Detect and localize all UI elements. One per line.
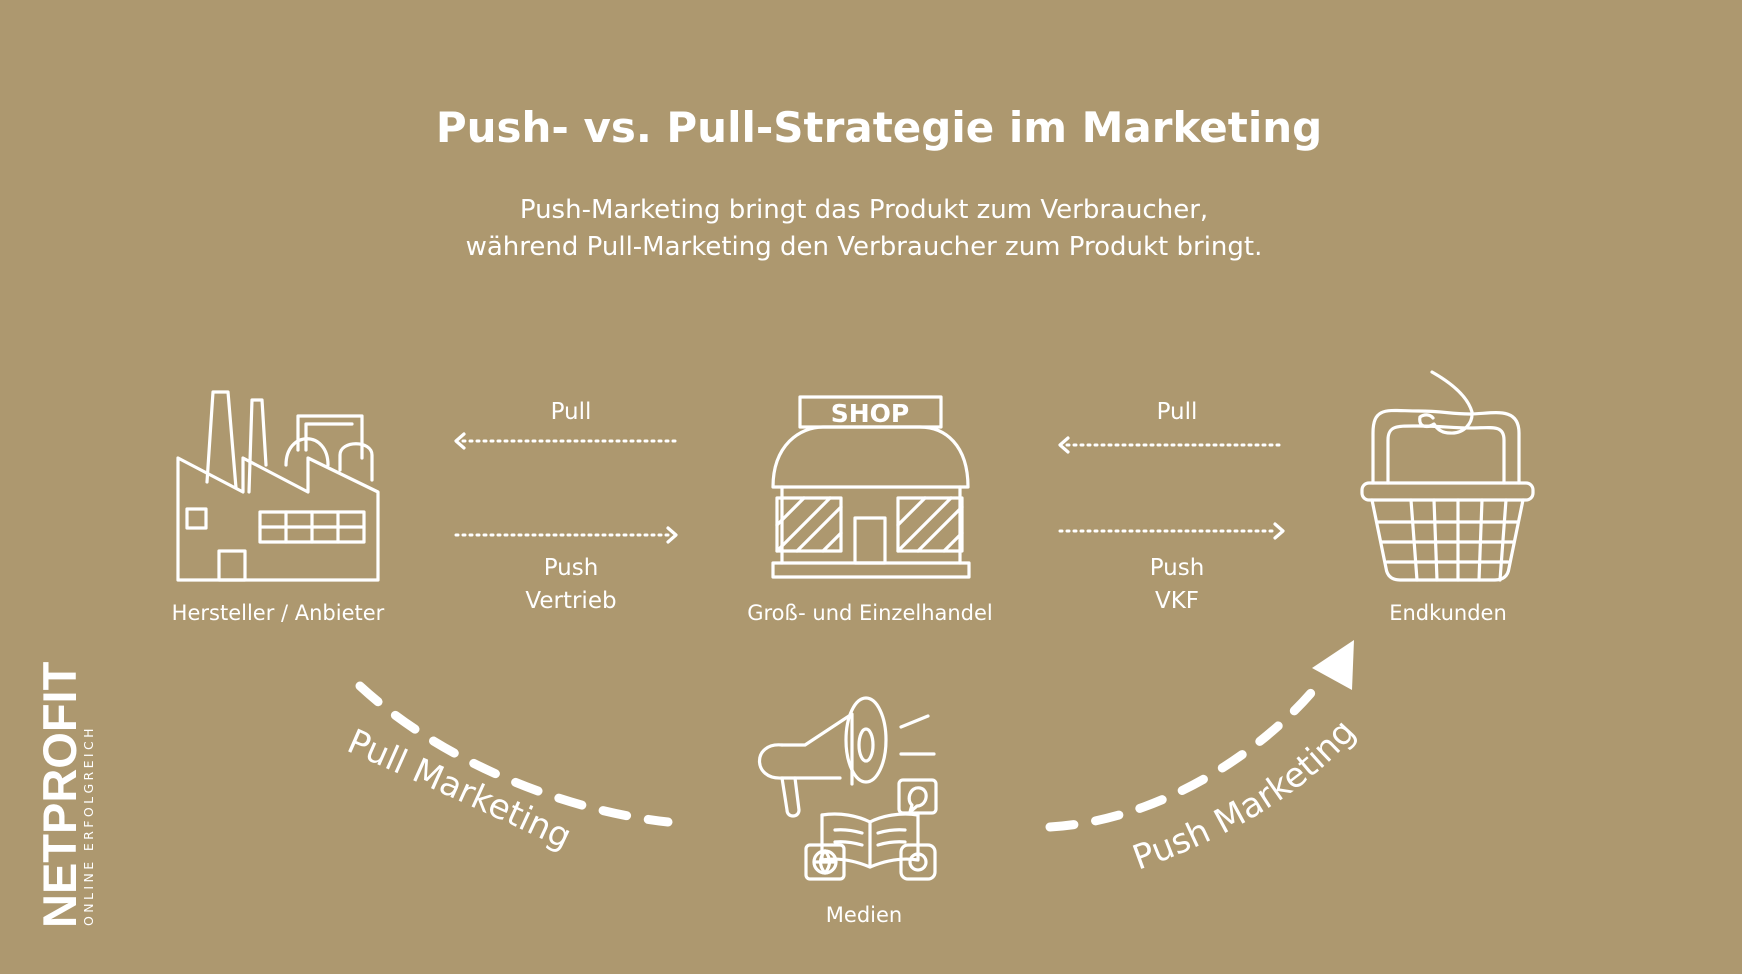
node-label-retail: Groß- und Einzelhandel <box>747 601 993 625</box>
left-push-sublabel: Vertrieb <box>525 588 616 614</box>
netprofit-logo: NETPROFIT ONLINE ERFOLGREICH <box>33 661 96 928</box>
right-pull-label: Pull <box>1157 399 1198 425</box>
left-pull-arrow <box>454 432 678 450</box>
left-pull-label: Pull <box>551 399 592 425</box>
logo-tagline: ONLINE ERFOLGREICH <box>81 725 96 926</box>
right-push-label: Push <box>1150 555 1205 581</box>
shop-sign-text: SHOP <box>831 399 910 428</box>
subtitle-line-2: während Pull-Marketing den Verbraucher z… <box>466 232 1263 262</box>
megaphone-media-icon <box>757 696 938 881</box>
node-label-media: Medien <box>826 903 902 927</box>
pull-marketing-curve <box>355 681 673 827</box>
push-marketing-curve <box>1045 677 1325 832</box>
shopping-basket-icon <box>1360 370 1535 582</box>
shop-icon <box>771 395 971 579</box>
left-push-label: Push <box>544 555 599 581</box>
right-push-sublabel: VKF <box>1155 588 1199 614</box>
logo-name: NETPROFIT <box>33 661 86 928</box>
factory-icon <box>176 390 380 582</box>
node-label-customers: Endkunden <box>1389 601 1507 625</box>
push-marketing-label: Push Marketing <box>1128 712 1364 879</box>
node-label-manufacturer: Hersteller / Anbieter <box>172 601 385 625</box>
push-marketing-arrowhead <box>1312 640 1354 690</box>
page-title: Push- vs. Pull-Strategie im Marketing <box>436 103 1322 152</box>
left-push-arrow <box>454 526 678 544</box>
subtitle-line-1: Push-Marketing bringt das Produkt zum Ve… <box>520 195 1208 225</box>
right-push-arrow <box>1058 522 1285 540</box>
right-pull-arrow <box>1058 436 1285 454</box>
